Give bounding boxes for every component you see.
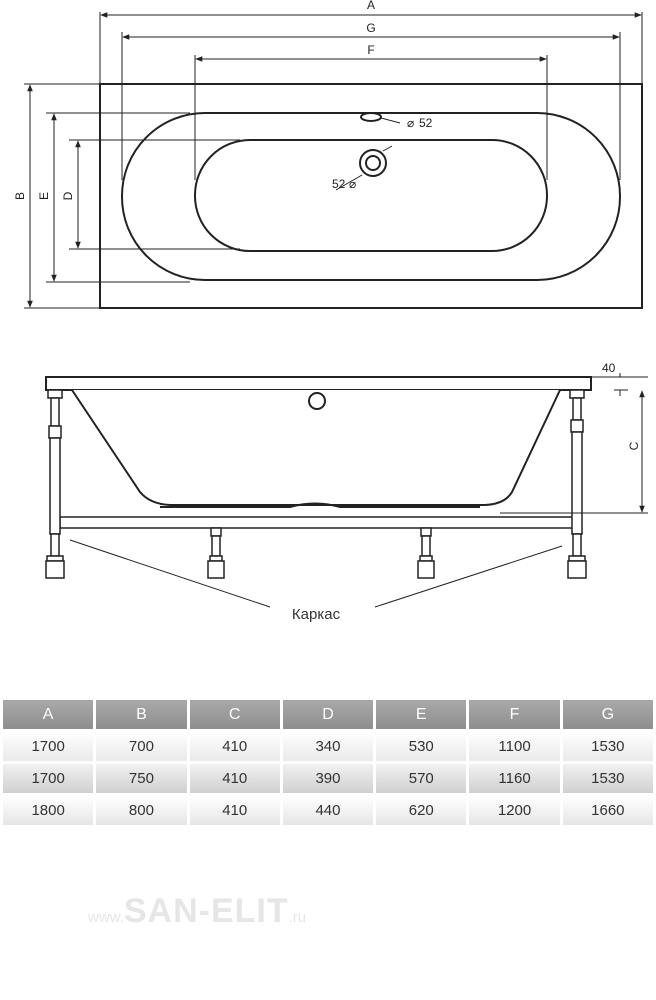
- dim-label-b: B: [13, 192, 27, 200]
- table-cell: 700: [96, 732, 187, 761]
- watermark: www.SAN-ELIT.ru: [88, 892, 306, 931]
- table-cell: 1200: [469, 796, 560, 825]
- table-cell: 570: [376, 764, 467, 793]
- column-header-f: F: [469, 700, 560, 729]
- rim-height-label: 40: [602, 361, 616, 375]
- side-overflow: [308, 392, 326, 410]
- tub-bottom: [194, 139, 548, 252]
- table-cell: 800: [96, 796, 187, 825]
- watermark-brand: SAN-ELIT: [123, 892, 289, 930]
- table-cell: 390: [282, 764, 374, 793]
- table-cell: 1160: [469, 764, 560, 793]
- table-cell: 340: [282, 732, 374, 761]
- table-cell: 1700: [3, 764, 94, 793]
- column-header-a: A: [3, 700, 94, 729]
- drain-hole-inner: [365, 155, 381, 171]
- table-cell: 530: [376, 732, 467, 761]
- drain-leader-tick: [382, 145, 393, 152]
- table-cell: 1660: [562, 796, 653, 825]
- top-view: [24, 12, 643, 309]
- frame-leader-left: [69, 539, 271, 608]
- dim-label-e: E: [37, 192, 51, 200]
- tub-bottom-drain: [160, 502, 480, 508]
- drain-diameter-symbol: ⌀: [349, 177, 356, 191]
- dimensions-table: A B C D E F G 1700 700 410 340 530 1100 …: [0, 697, 656, 828]
- dim-label-d: D: [61, 191, 75, 200]
- frame-post-left: [45, 389, 65, 579]
- overflow-diameter-symbol: ⌀: [407, 116, 414, 130]
- table-row: 1700 750 410 390 570 1160 1530: [3, 764, 653, 793]
- column-header-c: C: [189, 700, 280, 729]
- table-cell: 1100: [469, 732, 560, 761]
- tub-rim-inner: [121, 112, 621, 281]
- table-cell: 440: [282, 796, 374, 825]
- drain-leader: [335, 174, 363, 191]
- dim-label-c: C: [627, 441, 641, 450]
- drain-hole-outer: [359, 149, 387, 177]
- tub-outline: [99, 83, 643, 309]
- table-cell: 410: [189, 732, 280, 761]
- table-cell: 1700: [3, 732, 94, 761]
- overflow-hole: [360, 112, 382, 122]
- table-cell: 620: [376, 796, 467, 825]
- dimension-c: [500, 373, 648, 514]
- table-row: 1800 800 410 440 620 1200 1660: [3, 796, 653, 825]
- frame-leader-right: [374, 545, 563, 608]
- watermark-prefix: www.: [88, 909, 124, 926]
- overflow-leader: [380, 117, 401, 124]
- table-cell: 410: [189, 764, 280, 793]
- bathtub-technical-drawing: A G F B E D ⌀ 52 52 ⌀: [13, 0, 648, 623]
- dim-label-f: F: [367, 43, 374, 57]
- table-cell: 1530: [562, 732, 653, 761]
- frame-leg-middle-left: [207, 527, 225, 579]
- frame-caption: Каркас: [292, 606, 341, 623]
- column-header-d: D: [282, 700, 374, 729]
- column-header-g: G: [562, 700, 653, 729]
- frame-crossbar: [59, 516, 577, 529]
- table-cell: 410: [189, 796, 280, 825]
- overflow-diameter-value: 52: [419, 116, 433, 130]
- watermark-suffix: .ru: [288, 909, 307, 926]
- table-row: 1700 700 410 340 530 1100 1530: [3, 732, 653, 761]
- table-cell: 1800: [3, 796, 94, 825]
- drain-diameter-value: 52: [332, 177, 346, 191]
- tub-rim: [45, 376, 592, 391]
- column-header-b: B: [96, 700, 187, 729]
- dim-label-g: G: [366, 21, 375, 35]
- dim-label-a: A: [367, 0, 375, 12]
- table-cell: 750: [96, 764, 187, 793]
- table-cell: 1530: [562, 764, 653, 793]
- extension-lines: [24, 12, 643, 309]
- side-view: [45, 373, 648, 608]
- frame-post-right: [567, 389, 587, 579]
- column-header-e: E: [376, 700, 467, 729]
- table-header-row: A B C D E F G: [3, 700, 653, 729]
- frame-leg-middle-right: [417, 527, 435, 579]
